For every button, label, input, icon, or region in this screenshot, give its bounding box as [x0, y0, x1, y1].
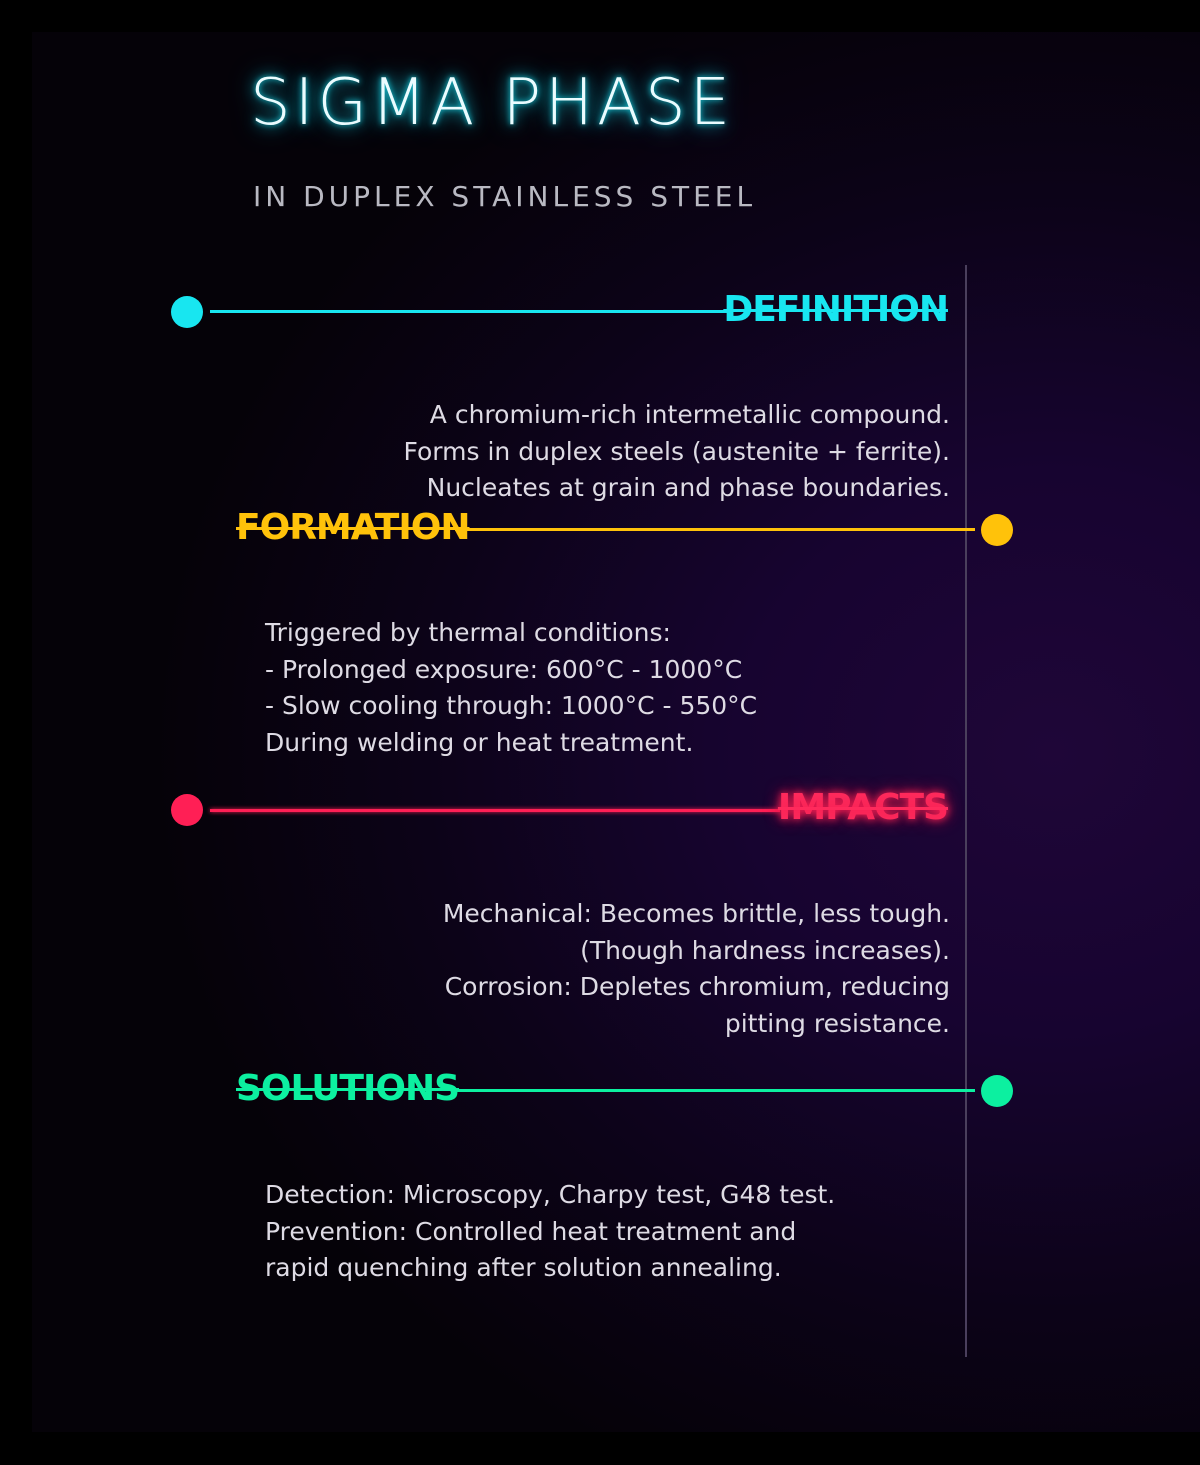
circle-dot-icon: [981, 514, 1013, 546]
section-body: Mechanical: Becomes brittle, less tough.…: [442, 899, 950, 1038]
section-connector-line: [210, 809, 780, 812]
section-body: Detection: Microscopy, Charpy test, G48 …: [265, 1180, 836, 1282]
circle-dot-icon: [171, 794, 203, 826]
page-title: SIGMA PHASE: [250, 66, 734, 140]
section-body: A chromium-rich intermetallic compound. …: [403, 400, 950, 502]
section-body: Triggered by thermal conditions: - Prolo…: [265, 618, 758, 757]
section-connector-line: [455, 528, 975, 531]
section-connector-line: [455, 1089, 975, 1092]
timeline-divider: [965, 265, 967, 1357]
infographic-card: [32, 32, 1200, 1432]
circle-dot-icon: [171, 296, 203, 328]
page-subtitle: IN DUPLEX STAINLESS STEEL: [253, 180, 757, 213]
section-heading: FORMATION: [236, 507, 470, 548]
section-connector-line: [210, 310, 730, 313]
section-heading: IMPACTS: [777, 787, 949, 828]
section-heading: DEFINITION: [723, 289, 949, 330]
section-heading: SOLUTIONS: [236, 1068, 460, 1109]
circle-dot-icon: [981, 1075, 1013, 1107]
